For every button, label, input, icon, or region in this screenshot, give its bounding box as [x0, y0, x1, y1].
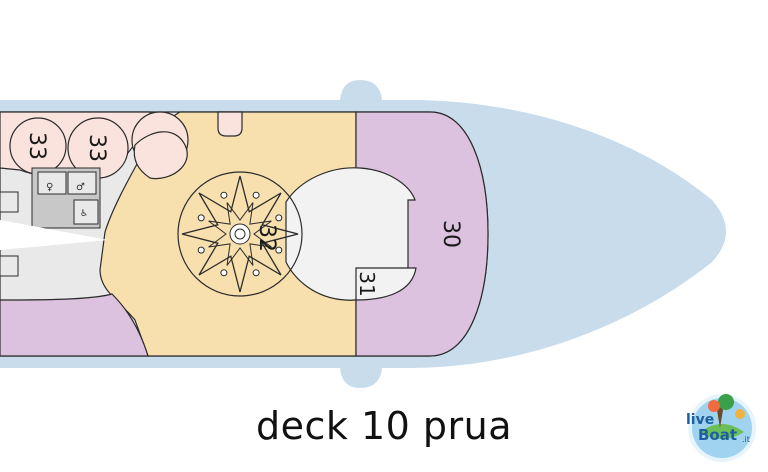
- logo-text-suffix: .it: [742, 435, 750, 444]
- walkway: [0, 220, 108, 250]
- logo-text-live: live: [686, 412, 714, 428]
- accessible-icon: ♿: [80, 209, 88, 219]
- zone-30-label: 30: [438, 220, 463, 248]
- service-room-c: [73, 199, 99, 225]
- compass-dot: [252, 269, 260, 277]
- service-room-e: [0, 255, 19, 277]
- top-notch: [217, 111, 243, 137]
- zone-31-area: [355, 267, 417, 301]
- compass-dot: [220, 269, 228, 277]
- zone-33-label-a: 33: [24, 132, 49, 160]
- compass-dot: [197, 214, 205, 222]
- compass-dot: [275, 214, 283, 222]
- zone-31-label: 31: [355, 271, 379, 296]
- restroom-icon-female: ♀: [46, 182, 53, 193]
- compass-dot: [275, 246, 283, 254]
- service-room-d: [0, 191, 19, 213]
- pool-compass: [177, 171, 303, 297]
- zone-32-label: 32: [254, 224, 279, 252]
- deck-title: deck 10 prua: [255, 404, 513, 448]
- compass-dot: [220, 191, 228, 199]
- service-room-b: [67, 171, 97, 195]
- zone-33-label-b: 33: [84, 134, 109, 162]
- compass-dot: [197, 246, 205, 254]
- restroom-icon-male: ♂: [76, 182, 85, 193]
- liveboat-logo[interactable]: live Boat .it: [680, 384, 764, 468]
- logo-text-boat: Boat: [698, 426, 737, 444]
- cabin-33-d: [133, 131, 188, 180]
- bow-lounge: [285, 167, 416, 301]
- compass-dot: [252, 191, 260, 199]
- lower-left-area: [0, 293, 149, 357]
- service-room-a: [37, 171, 67, 195]
